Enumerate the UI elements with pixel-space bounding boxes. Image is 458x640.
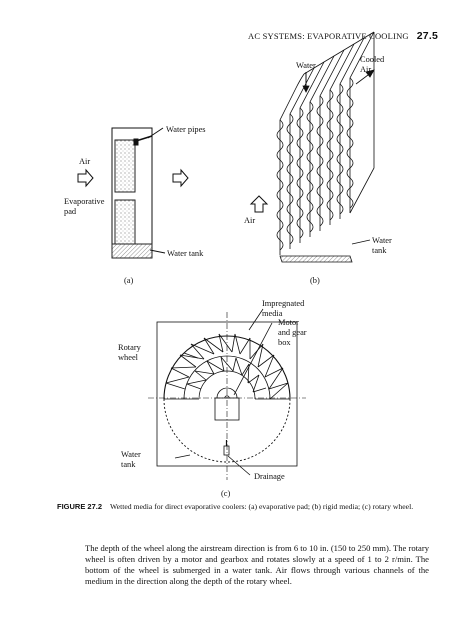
label-water-pipes: Water pipes [166,125,206,134]
label-air-a: Air [79,157,91,166]
label-water-tank-a: Water tank [167,249,204,258]
figure-number: FIGURE 27.2 [57,502,103,511]
label-water-b: Water [296,61,316,70]
panel-b-drawing [249,31,375,263]
label-motor-gear-box: Motor and gear box [278,318,307,347]
label-air-b: Air [244,216,256,225]
body-paragraph: The depth of the wheel along the airstre… [85,543,429,586]
running-title: AC SYSTEMS: EVAPORATIVE COOLING [248,31,409,41]
panel-letter-b: (b) [310,276,320,285]
figure-caption: FIGURE 27.2 Wetted media for direct evapo… [57,502,429,512]
label-water-tank-b: Water tank [372,236,392,255]
label-water-tank-c: Water tank [121,450,141,469]
panel-letter-a: (a) [124,276,134,285]
panel-c-drawing [148,308,306,480]
panel-a-drawing [77,127,189,259]
label-impregnated-media: Impregnated media [262,299,305,318]
label-cooled-air: Cooled Air [360,55,385,74]
label-evaporative-pad: Evaporative pad [64,197,105,216]
panel-letter-c: (c) [221,489,231,498]
label-rotary-wheel: Rotary wheel [118,343,141,362]
running-header: AC SYSTEMS: EVAPORATIVE COOLING 27.5 [248,30,438,42]
caption-text: Wetted media for direct evaporative cool… [110,502,414,511]
label-drainage: Drainage [254,472,285,481]
page-number: 27.5 [416,30,438,42]
